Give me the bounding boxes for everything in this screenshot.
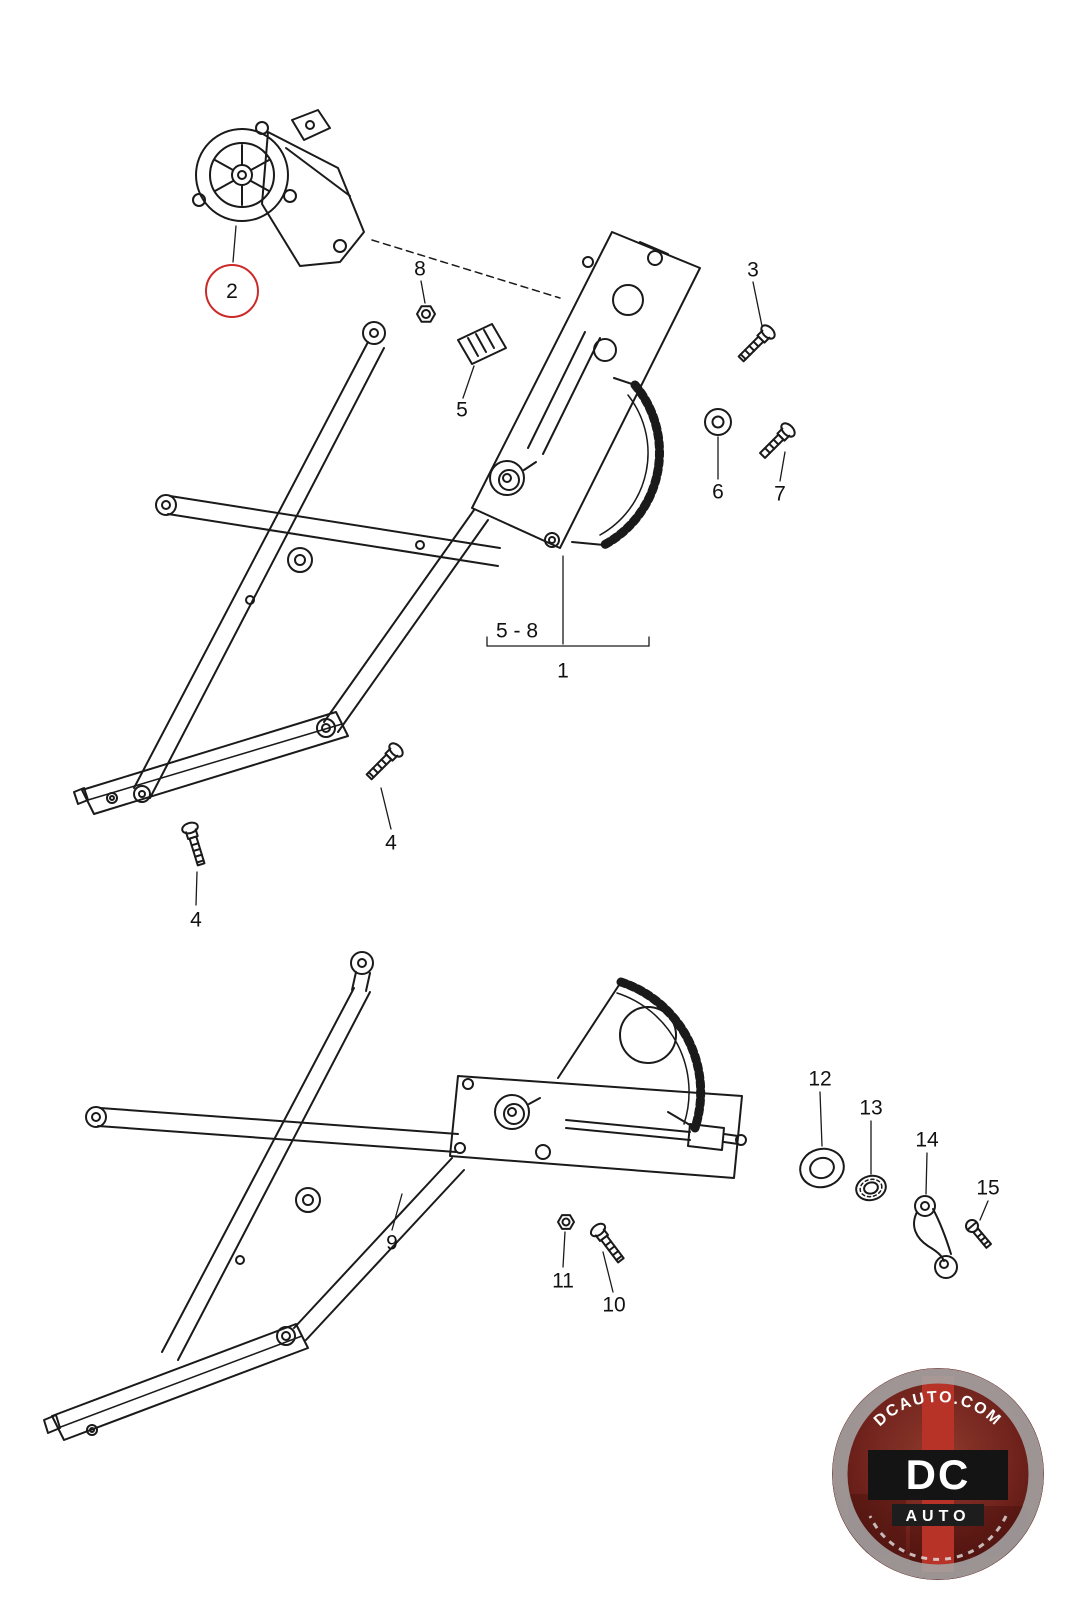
manual-scissor-arms-drawing [85,951,465,1361]
scissor-arms-drawing [133,321,501,803]
regulator-plate-drawing [471,231,701,550]
logo-dc-band [868,1450,1008,1500]
spacer-ring-part13 [855,1174,887,1202]
upper-leader-lines [195,280,786,906]
bolt-part10 [589,1222,625,1264]
logo-initials: DC [906,1451,971,1498]
upper-assembly-rail-drawing [73,711,349,815]
bolt-part7 [759,422,796,459]
electric-regulator-assembly [73,109,796,906]
hex-nut-part11 [557,1214,575,1230]
window-crank-part14 [913,1195,958,1279]
dcauto-logo-graphic: DC AUTO DCAUTO.COM [832,1368,1044,1580]
logo-word: AUTO [905,1508,970,1525]
manual-rail-drawing [43,1323,309,1441]
logo-bottom-dashes [868,1515,1008,1561]
bolt-part4-right [365,742,404,781]
washer-part6 [704,408,732,436]
logo-ring [832,1368,1044,1580]
bolt-part4-left [181,821,206,867]
lower-leader-lines [391,1091,989,1293]
screw-part15 [965,1219,993,1249]
hex-nut-part8 [416,305,436,323]
bezel-ring-part12 [799,1147,845,1189]
manual-housing-drawing [449,1075,747,1179]
rubber-block-part5 [457,323,507,365]
manual-sector-gear-drawing [557,977,706,1133]
logo-auto-band [892,1504,984,1526]
window-motor-drawing [192,109,561,299]
dcauto-logo: DC AUTO DCAUTO.COM [830,1366,1046,1582]
bolt-part3 [737,324,776,363]
manual-regulator-assembly [43,951,993,1441]
